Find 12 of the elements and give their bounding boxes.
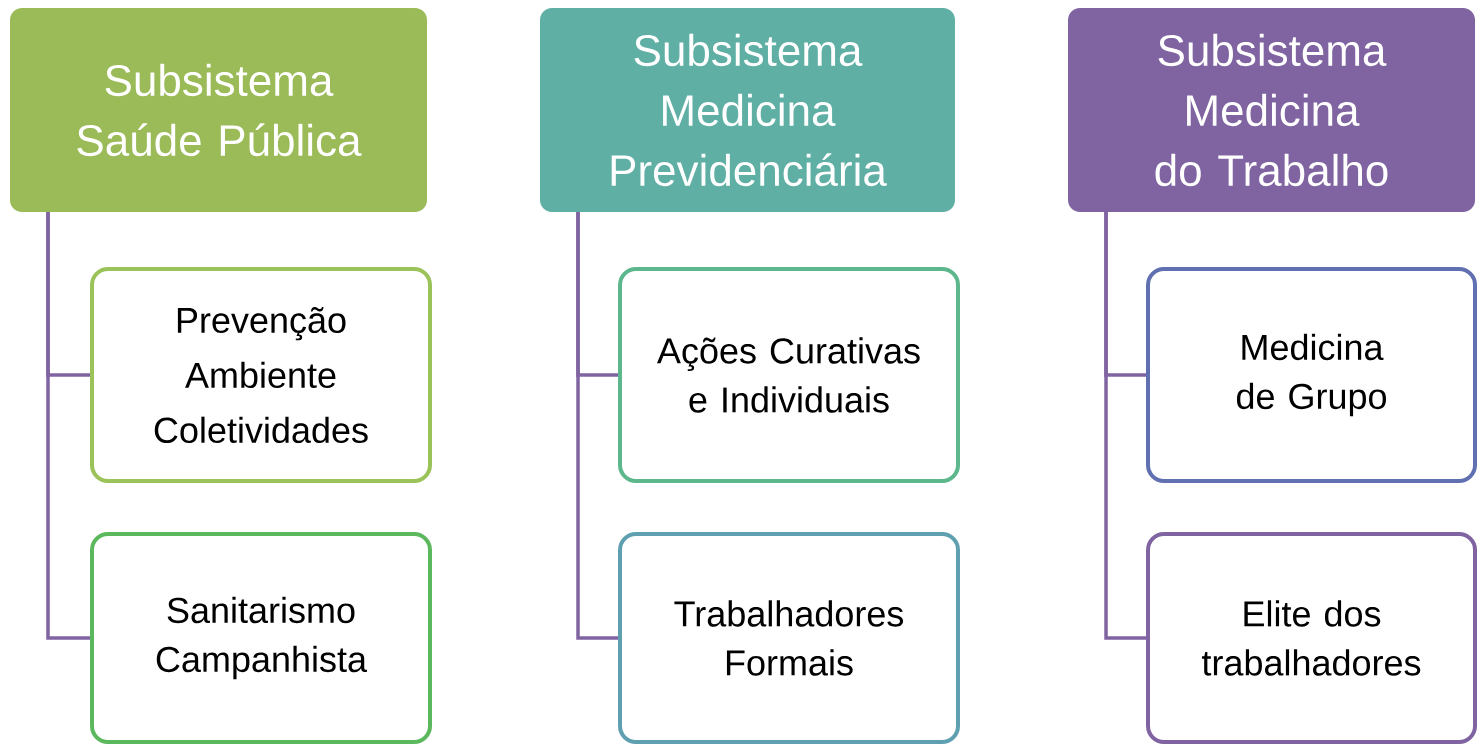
header-box: Subsistema Saúde Pública	[10, 8, 427, 212]
item-box: Prevenção Ambiente Coletividades	[90, 267, 432, 483]
item-box: Trabalhadores Formais	[618, 532, 960, 744]
header-box: Subsistema Medicina do Trabalho	[1068, 8, 1475, 212]
item-box: Elite dos trabalhadores	[1146, 532, 1477, 744]
item-box: Medicina de Grupo	[1146, 267, 1477, 483]
connector-line	[576, 212, 620, 640]
connector-line	[46, 212, 92, 640]
connector-line	[1104, 212, 1148, 640]
item-box: Ações Curativas e Individuais	[618, 267, 960, 483]
item-box: Sanitarismo Campanhista	[90, 532, 432, 744]
header-box: Subsistema Medicina Previdenciária	[540, 8, 955, 212]
